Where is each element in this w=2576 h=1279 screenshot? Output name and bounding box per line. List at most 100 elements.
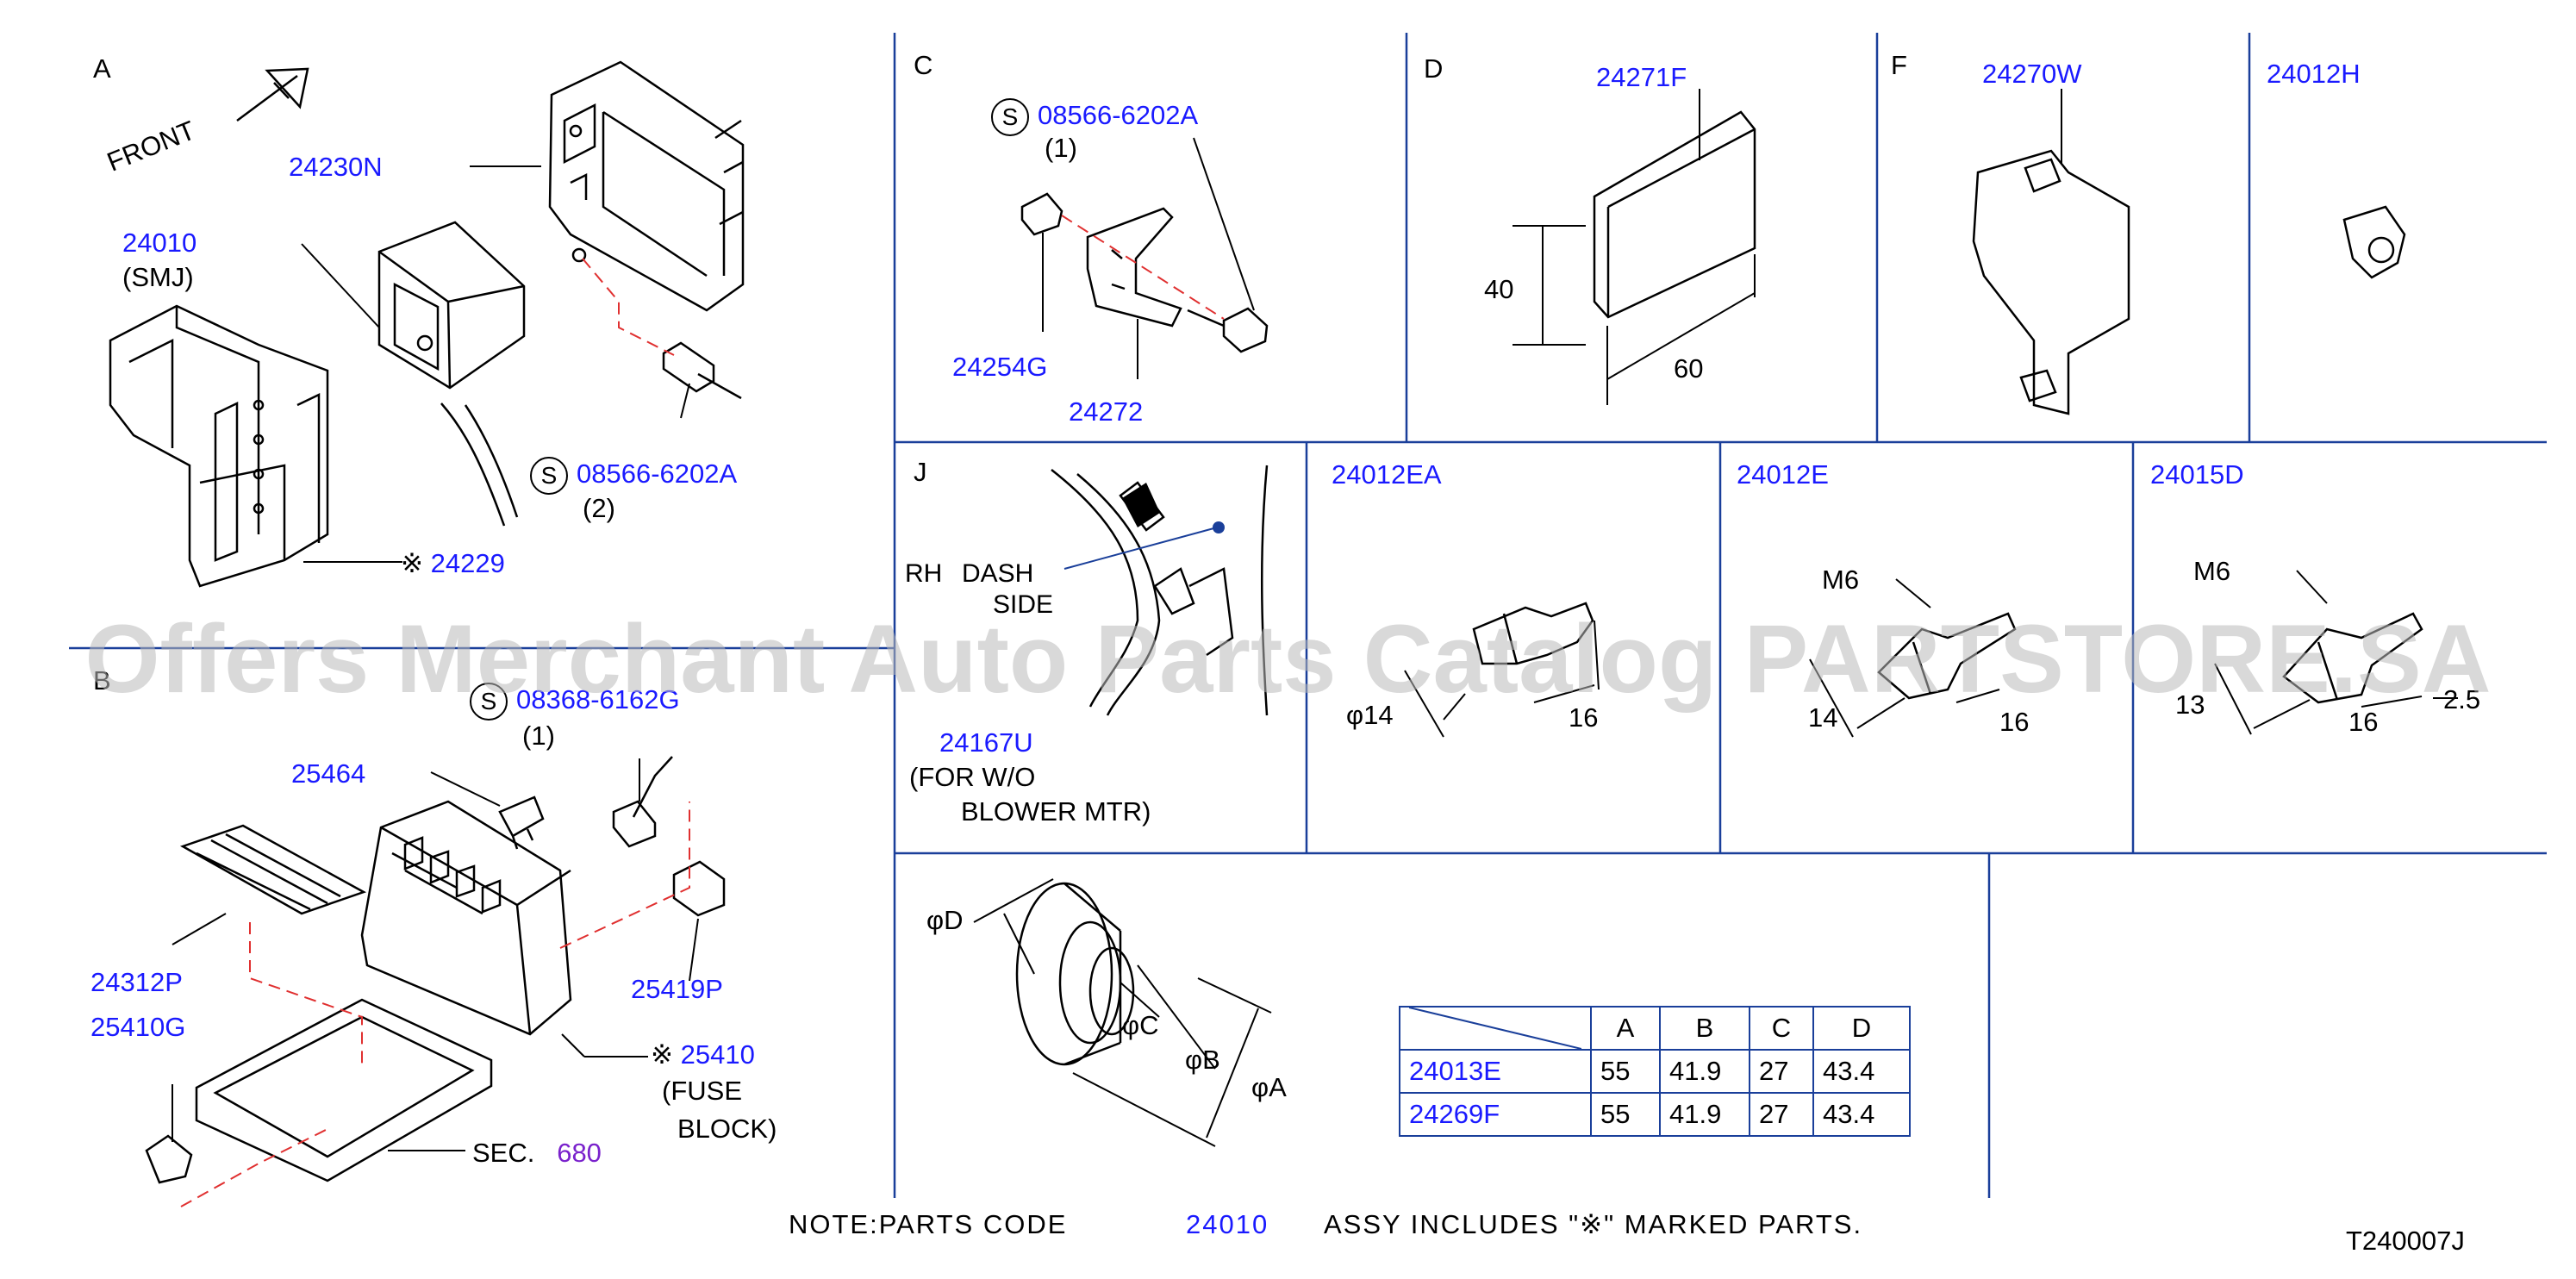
part-label-24013E[interactable]: 24013E [1399, 1049, 1592, 1094]
part-label-24272[interactable]: 24272 [1069, 396, 1144, 427]
part-label-24010[interactable]: 24010 [122, 228, 197, 258]
bolt-24015D [2282, 612, 2423, 704]
part-label-24271F[interactable]: 24271F [1596, 62, 1687, 92]
bolt-08566-c [1187, 307, 1269, 353]
table-cell: 27 [1749, 1049, 1814, 1094]
part-label-24229-row: ※ 24229 [401, 548, 505, 579]
ea-dim-diameter: φ14 [1346, 700, 1394, 730]
part-label-24229[interactable]: 24229 [430, 548, 505, 578]
d15-thread-size: M6 [2193, 556, 2231, 586]
section-j-letter: J [914, 457, 927, 487]
table-header: A [1590, 1006, 1661, 1051]
part-label-24012H[interactable]: 24012H [2267, 59, 2361, 89]
clip-fasteners-dimensions [1404, 570, 2458, 738]
part-label-25419P[interactable]: 25419P [631, 974, 723, 1004]
table-corner-cell [1399, 1006, 1592, 1051]
note-part-code-24010[interactable]: 24010 [1186, 1209, 1269, 1239]
fuse-block-desc-1: (FUSE [662, 1076, 742, 1106]
e-thread-size: M6 [1822, 565, 1860, 595]
ea-dim-length: 16 [1569, 702, 1599, 733]
cover-24270W [1972, 149, 2130, 415]
part-label-24230N[interactable]: 24230N [289, 152, 383, 182]
cover-24312P [179, 824, 367, 915]
bolt-24012E [1877, 612, 2017, 700]
section-c-drawing [1020, 192, 1269, 353]
section-j-drawing [1051, 465, 1269, 716]
table-cell: 43.4 [1812, 1049, 1911, 1094]
harness-bracket [109, 304, 329, 588]
fuse-block-25410 [360, 800, 572, 1036]
bolt-08566 [662, 341, 742, 400]
sec-680-label: SEC. 680 [472, 1138, 602, 1169]
part-desc-smj: (SMJ) [122, 262, 194, 292]
section-d-letter: D [1424, 53, 1444, 84]
sec-prefix: SEC. [472, 1138, 535, 1168]
bracket-24230N [548, 60, 745, 312]
clip-25410G [145, 1134, 193, 1184]
rh-label: RH [905, 559, 943, 588]
table-header: B [1659, 1006, 1750, 1051]
clip-24254G [1020, 192, 1063, 236]
section-c-dashed-leader [1061, 215, 1225, 320]
part-label-24270W[interactable]: 24270W [1982, 59, 2082, 89]
grommet-drawing [1015, 882, 1135, 1066]
section-c-letter: C [914, 50, 933, 80]
clip-24012EA [1472, 602, 1594, 665]
part-label-08566-6202A-c[interactable]: 08566-6202A [1038, 100, 1199, 131]
section-d-drawing [1593, 110, 1756, 319]
part-label-24012EA[interactable]: 24012EA [1332, 459, 1442, 490]
part-label-25410[interactable]: 25410 [680, 1039, 755, 1070]
assy-mark-icon: ※ [401, 548, 423, 578]
note-suffix: ASSY INCLUDES "※" MARKED PARTS. [1324, 1209, 1863, 1239]
section-f-letter: F [1891, 50, 1907, 80]
dimension-height: 40 [1484, 274, 1514, 304]
table-header: C [1749, 1006, 1814, 1051]
standard-part-symbol: S [530, 457, 568, 495]
section-b-letter: B [93, 665, 111, 696]
clip-24012H [2342, 205, 2406, 279]
bolt-qty-b: (1) [522, 721, 555, 751]
dimension-width: 60 [1674, 353, 1704, 384]
24167U-note-2: BLOWER MTR) [961, 796, 1151, 827]
assy-mark-icon: ※ [651, 1039, 673, 1070]
panel-grid-lines [69, 33, 2547, 1198]
part-label-24167U[interactable]: 24167U [939, 727, 1033, 758]
dash-label: DASH [962, 559, 1034, 588]
part-label-08368-6162G[interactable]: 08368-6162G [516, 684, 680, 715]
table-cell: 41.9 [1659, 1092, 1750, 1137]
part-label-25410G[interactable]: 25410G [90, 1012, 186, 1042]
part-label-24015D[interactable]: 24015D [2150, 459, 2244, 490]
frame-sec-680 [195, 998, 493, 1182]
control-module-24010 [377, 221, 526, 390]
table-row: 24269F 55 41.9 27 43.4 [1399, 1092, 1911, 1137]
bolt-08368 [612, 756, 673, 848]
table-header-row: A B C D [1399, 1006, 1911, 1051]
table-row: 24013E 55 41.9 27 43.4 [1399, 1049, 1911, 1094]
section-a-drawing [109, 60, 745, 588]
part-label-24012E[interactable]: 24012E [1737, 459, 1829, 490]
d15-dim-thickness: 2.5 [2443, 684, 2481, 714]
part-label-08566-6202A[interactable]: 08566-6202A [577, 459, 738, 490]
bracket-24272 [1086, 207, 1182, 328]
section-a-leaders [301, 165, 690, 563]
harness-tape [1122, 483, 1160, 527]
part-label-24269F[interactable]: 24269F [1399, 1092, 1592, 1137]
grommet-label-a: φA [1251, 1072, 1287, 1102]
grommet-label-d: φD [926, 905, 964, 935]
part-label-25464[interactable]: 25464 [291, 758, 366, 789]
grommet-label-b: φB [1185, 1045, 1220, 1075]
part-label-24254G[interactable]: 24254G [952, 352, 1048, 382]
sec-reference-680[interactable]: 680 [557, 1138, 602, 1168]
part-label-24312P[interactable]: 24312P [90, 967, 183, 997]
e-dim-length: 16 [1999, 707, 2030, 737]
bolt-qty-a: (2) [583, 493, 615, 523]
clip-25419P [672, 860, 726, 917]
section-c-leaders [1042, 137, 1255, 379]
table-header: D [1812, 1006, 1911, 1051]
part-label-25410-row: ※ 25410 [651, 1039, 755, 1070]
d15-dim-diameter: 13 [2175, 689, 2205, 720]
section-b-dashed-leaders [180, 802, 690, 1207]
